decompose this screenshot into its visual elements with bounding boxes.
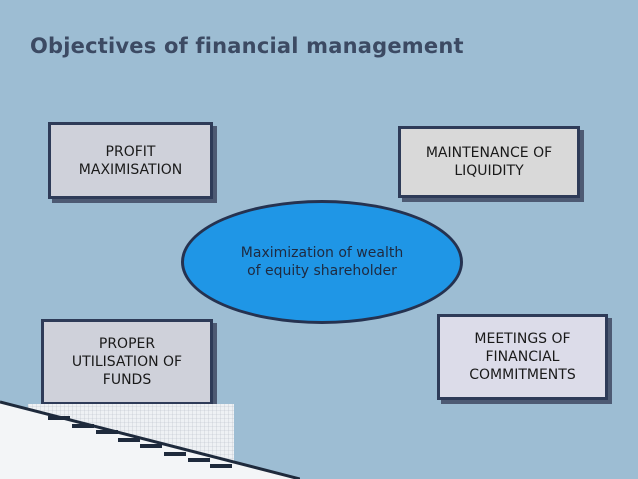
objective-label: PROPER UTILISATION OF FUNDS [71, 336, 183, 388]
central-goal-label: Maximization of wealth of equity shareho… [240, 245, 404, 279]
slide-title: Objectives of financial management [30, 34, 464, 58]
stair-steps [48, 416, 232, 468]
objective-box-financial-commitments: MEETINGS OF FINANCIAL COMMITMENTS [437, 314, 608, 400]
diagonal-line [0, 400, 300, 479]
objective-label: MAINTENANCE OF LIQUIDITY [425, 145, 553, 179]
objective-box-profit-maximisation: PROFIT MAXIMISATION [48, 122, 213, 199]
objective-box-utilisation-of-funds: PROPER UTILISATION OF FUNDS [41, 319, 213, 405]
objective-label: MEETINGS OF FINANCIAL COMMITMENTS [469, 331, 576, 383]
staircase-decoration [0, 400, 300, 479]
objective-label: PROFIT MAXIMISATION [78, 143, 183, 178]
objective-box-liquidity: MAINTENANCE OF LIQUIDITY [398, 126, 580, 198]
central-goal-ellipse: Maximization of wealth of equity shareho… [181, 200, 463, 324]
